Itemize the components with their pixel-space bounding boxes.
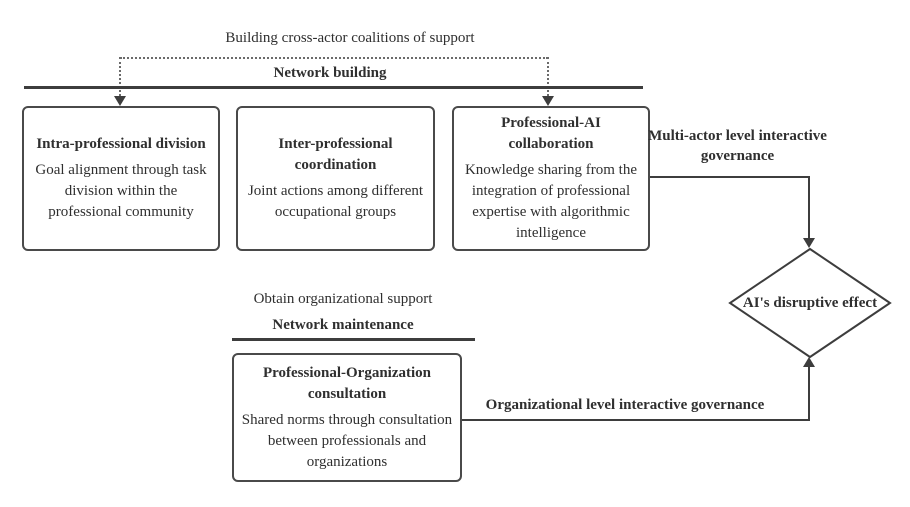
network-building-label: Network building (273, 65, 387, 81)
network-maintenance-label: Network maintenance (272, 317, 414, 333)
box-body: Goal alignment through task division wit… (35, 162, 207, 220)
box-title: Inter-professional coordination (278, 136, 393, 173)
network-building-bar (24, 86, 643, 89)
box-title: Intra-professional division (36, 136, 206, 152)
organizational-connector-horizontal (462, 419, 810, 421)
obtain-organizational-support-label: Obtain organizational support (253, 291, 433, 307)
arrow-down-icon (542, 96, 554, 106)
multi-actor-connector-horizontal (650, 176, 810, 178)
box-intra-professional-division: Intra-professional division Goal alignme… (22, 106, 220, 251)
multi-actor-governance-label: Multi-actor level interactive governance (648, 128, 827, 164)
diamond-label: AI's disruptive effect (742, 294, 878, 311)
coalition-dotted-drop-left (119, 57, 121, 96)
arrow-down-icon (114, 96, 126, 106)
box-inter-professional-coordination: Inter-professional coordination Joint ac… (236, 106, 435, 251)
arrow-down-icon (803, 238, 815, 248)
organizational-governance-label: Organizational level interactive governa… (485, 397, 765, 413)
box-body: Knowledge sharing from the integration o… (464, 162, 638, 241)
coalition-support-label: Building cross-actor coalitions of suppo… (225, 30, 475, 46)
coalition-dotted-drop-right (547, 57, 549, 96)
box-professional-organization-consultation: Professional-Organization consultation S… (232, 353, 462, 482)
box-professional-ai-collaboration: Professional-AI collaboration Knowledge … (452, 106, 650, 251)
coalition-dotted-line (120, 57, 548, 59)
multi-actor-connector-vertical (808, 176, 810, 239)
organizational-connector-vertical (808, 366, 810, 421)
network-maintenance-bar (232, 338, 475, 341)
arrow-up-icon (803, 357, 815, 367)
box-title: Professional-Organization consultation (262, 364, 432, 402)
box-body: Shared norms through consultation betwee… (241, 411, 453, 470)
ai-disruptive-effect-diamond: AI's disruptive effect (728, 247, 892, 359)
box-title: Professional-AI collaboration (501, 115, 601, 152)
box-body: Joint actions among different occupation… (247, 183, 424, 220)
